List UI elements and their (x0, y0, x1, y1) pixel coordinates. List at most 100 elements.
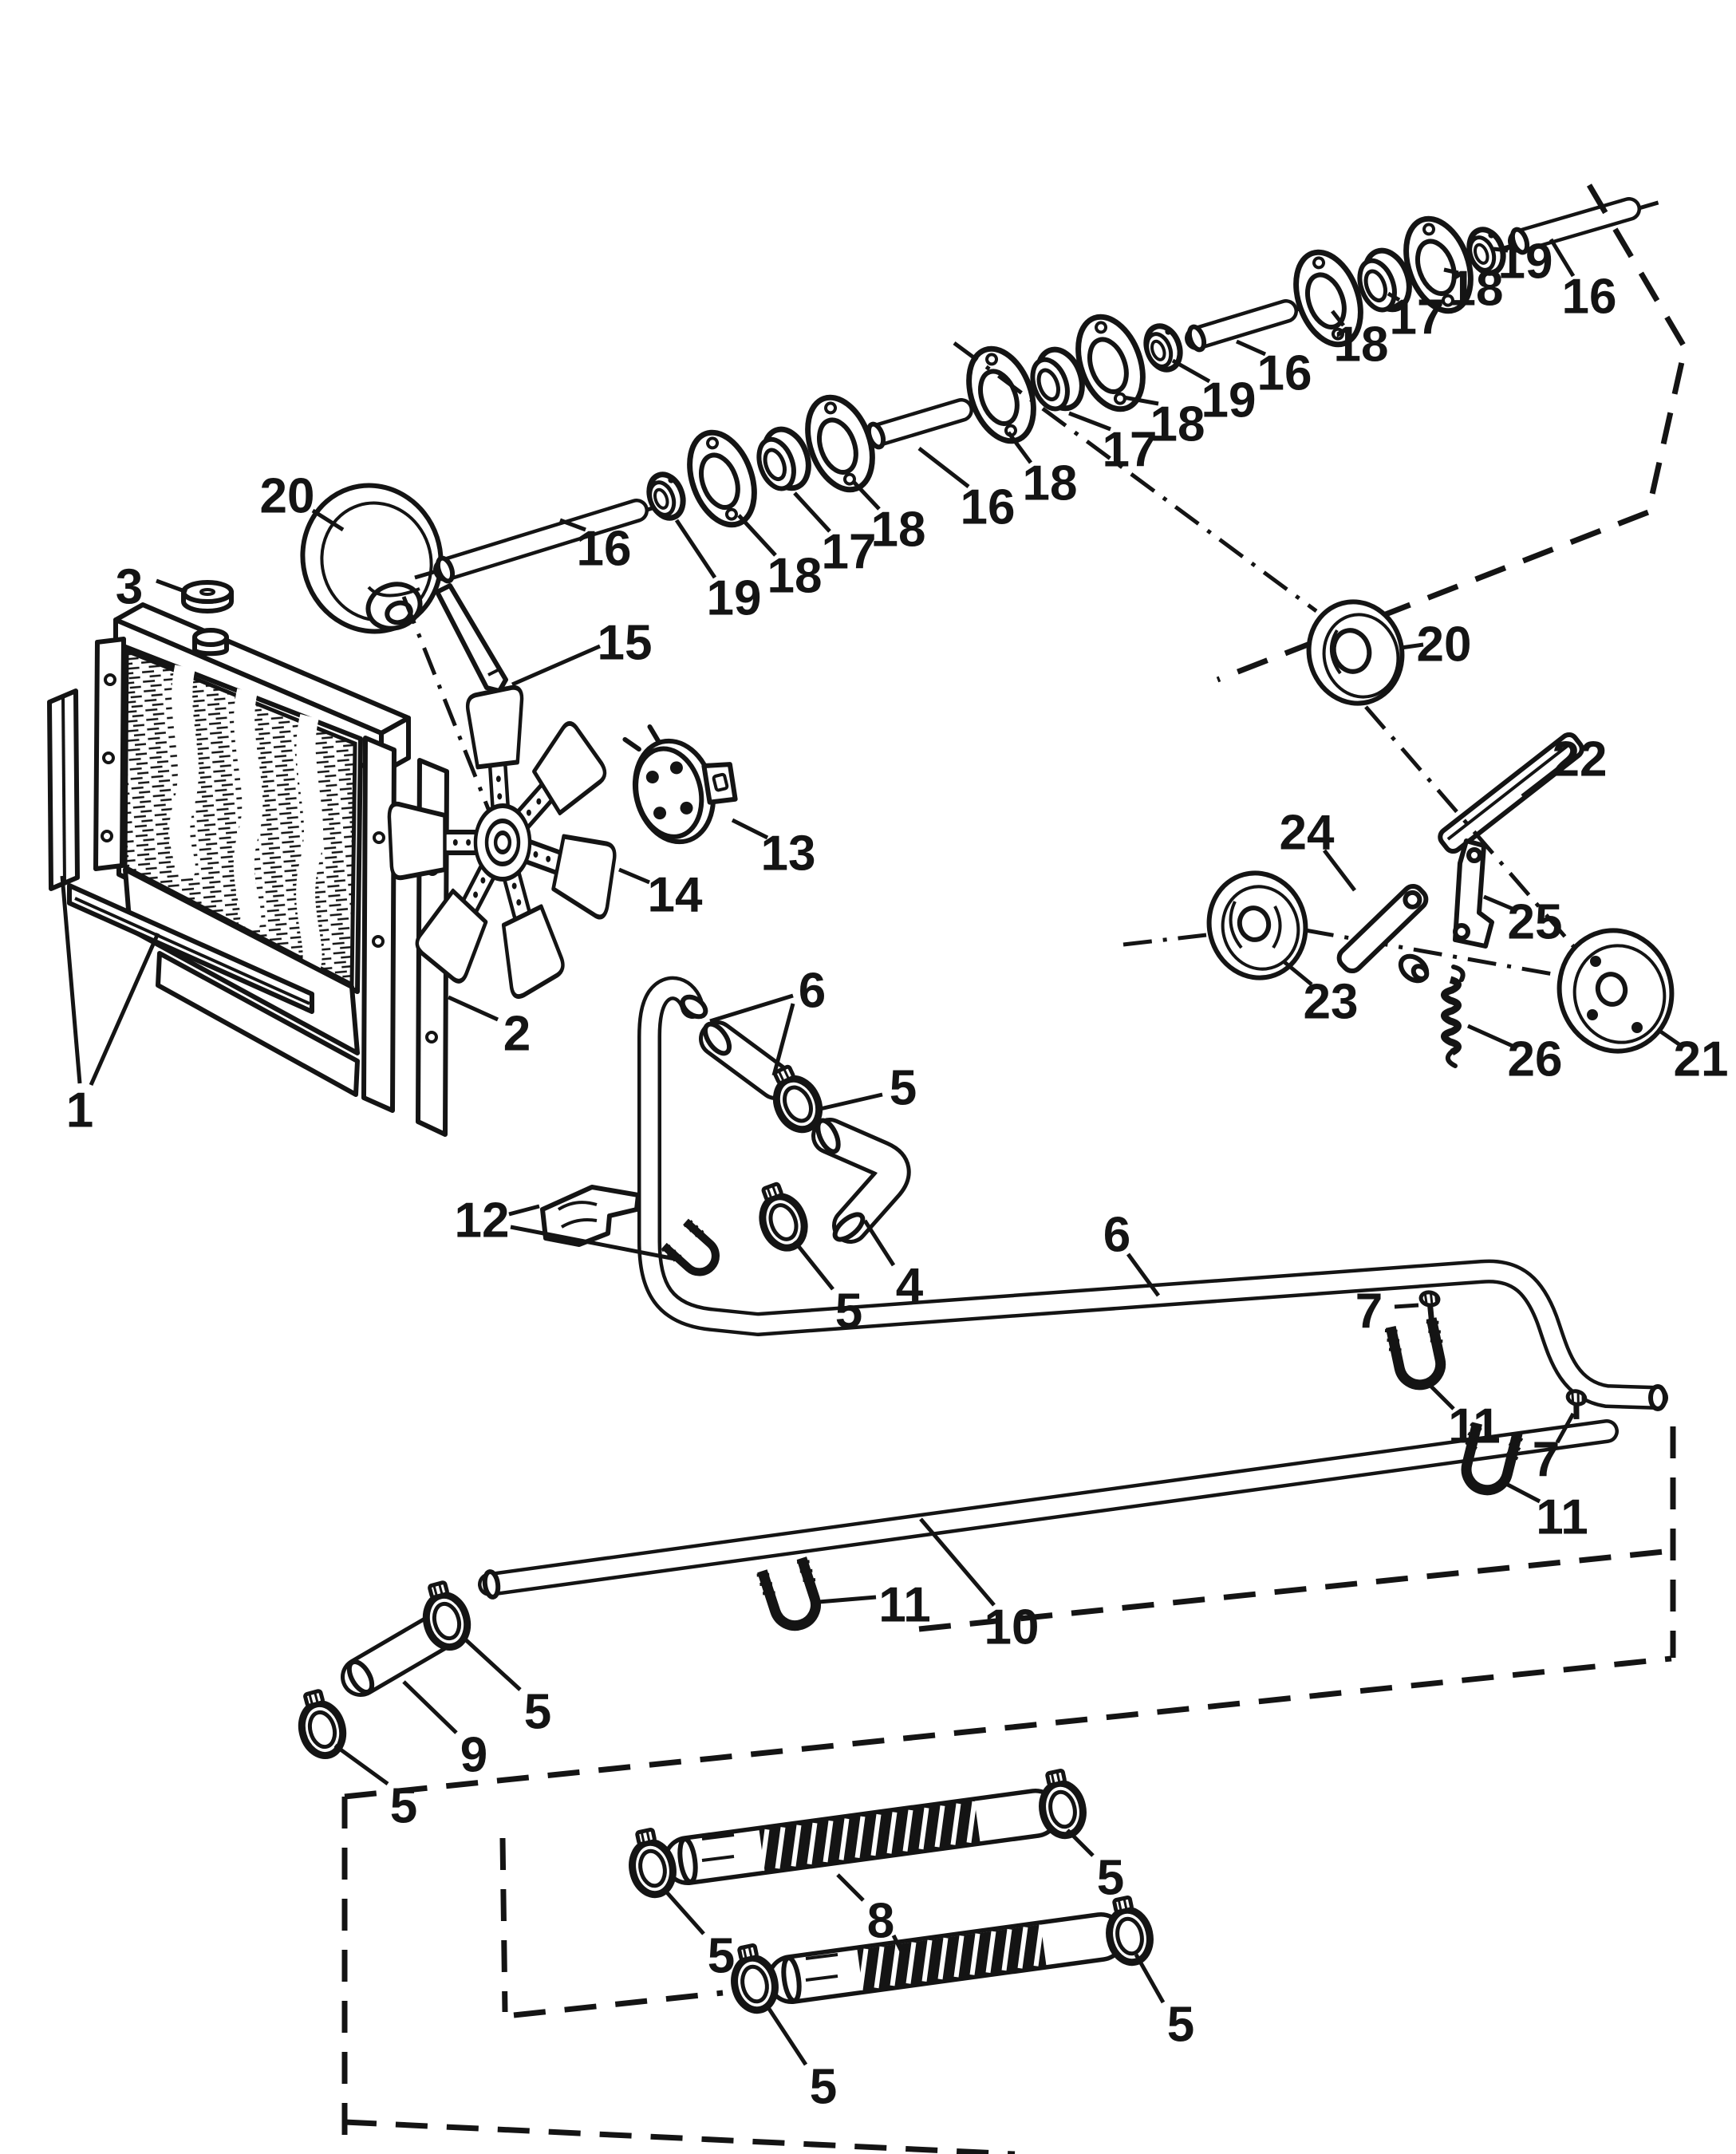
part-label-18-35: 18 (1023, 456, 1078, 511)
leader-line-6 (1126, 1253, 1161, 1297)
flange-18 (678, 424, 767, 534)
part-label-24-47: 24 (1280, 806, 1335, 861)
part-label-17-30: 17 (822, 525, 877, 580)
foam-strip-bottom (67, 883, 314, 1014)
core-streak (233, 688, 263, 930)
leader-line-19 (674, 519, 717, 579)
part-label-18-34: 18 (871, 503, 926, 558)
leader-line-16 (559, 518, 586, 532)
spring-26 (1441, 965, 1466, 1068)
corrugated-hose-8 (767, 1912, 1126, 2004)
part-label-23-46: 23 (1304, 975, 1359, 1030)
leader-line-5 (461, 1635, 522, 1691)
leader-line-11 (818, 1595, 877, 1604)
leader-line-7 (1394, 1303, 1419, 1309)
part-label-13-23: 13 (761, 826, 816, 882)
part-label-11-20: 11 (1448, 1399, 1501, 1454)
leader-line-5 (1066, 1829, 1095, 1857)
part-label-20-43: 20 (1417, 617, 1472, 673)
part-label-12-22: 12 (455, 1193, 510, 1249)
leader-line-6 (771, 1003, 795, 1076)
leader-line-14 (618, 867, 650, 885)
leader-line-23 (1283, 961, 1313, 986)
lower-dashed-boundary (341, 1426, 1676, 2154)
part-label-9-17: 9 (460, 1728, 487, 1783)
thermostat (622, 724, 738, 845)
upper-pipe-6 (637, 976, 1668, 1411)
part-label-6-12: 6 (799, 964, 826, 1019)
leader-line-18 (1331, 310, 1345, 327)
radiator-bottom-lip (156, 951, 360, 1097)
leader-line-18 (737, 514, 777, 557)
part-label-1-0: 1 (66, 1083, 93, 1138)
leader-line-5 (333, 1743, 389, 1786)
part-label-5-10: 5 (810, 2060, 837, 2115)
leader-line-26 (1466, 1024, 1516, 1049)
part-label-5-9: 5 (1097, 1851, 1124, 1906)
core-streak (169, 665, 199, 879)
leader-line-5 (664, 1889, 705, 1935)
lower-pipe-10 (478, 1419, 1619, 1600)
fan-pulley-left (300, 483, 444, 634)
leader-line-16 (1235, 339, 1267, 357)
leader-line-1 (60, 875, 82, 1084)
leader-line-18 (1006, 431, 1033, 464)
leader-line-15 (511, 644, 601, 687)
leader-line-18 (1443, 267, 1459, 275)
leader-line-5 (1134, 1953, 1166, 2004)
part-label-26-49: 26 (1508, 1032, 1563, 1087)
shaft-tube-16 (1508, 197, 1641, 255)
shaft-bearing-chain (414, 197, 1670, 584)
leader-line-24 (1323, 849, 1356, 892)
leader-line-13 (731, 818, 769, 840)
flange-18 (796, 389, 885, 499)
fan-axis-centerline (401, 596, 500, 834)
engine-boundary-dashed (1216, 183, 1688, 683)
filler-neck (192, 628, 229, 657)
leader-line-2 (447, 995, 499, 1022)
j-hook (661, 1218, 725, 1283)
leader-line-6 (709, 993, 794, 1024)
part-label-5-8: 5 (708, 1929, 735, 1984)
radiator-assembly (93, 602, 449, 1137)
part-label-5-7: 5 (390, 1779, 417, 1834)
leader-line-12 (508, 1204, 540, 1217)
part-label-6-13: 6 (1103, 1208, 1130, 1263)
part-label-25-48: 25 (1508, 895, 1563, 950)
part-label-5-11: 5 (1167, 1998, 1194, 2053)
leader-line-8 (836, 1873, 865, 1902)
part-label-3-2: 3 (116, 560, 143, 615)
leader-line-12 (510, 1225, 676, 1261)
leader-line-21 (1658, 1028, 1682, 1047)
part-label-16-28: 16 (1257, 346, 1312, 401)
part-label-22-45: 22 (1553, 732, 1608, 787)
part-label-5-4: 5 (890, 1061, 917, 1116)
u-bolt-11 (756, 1556, 827, 1633)
hose-clamp-5 (625, 1827, 678, 1899)
leader-line-19 (1171, 358, 1211, 384)
leader-line-9 (402, 1680, 458, 1734)
corrugated-hose-8 (663, 1789, 1060, 1885)
leader-line-11 (1430, 1385, 1455, 1410)
leader-line-17 (793, 491, 831, 533)
leader-line-22 (1521, 767, 1559, 798)
part-label-18-38: 18 (1449, 262, 1504, 317)
part-label-19-40: 19 (1201, 373, 1257, 428)
part-label-4-3: 4 (896, 1259, 924, 1314)
u-bolt-11 (1384, 1317, 1450, 1390)
part-label-17-31: 17 (1103, 423, 1158, 478)
leader-line-16 (1549, 238, 1576, 278)
part-label-17-32: 17 (1390, 290, 1445, 345)
pulley-axis-centerline (953, 341, 1318, 613)
leader-line-11 (1505, 1481, 1541, 1504)
leader-line-7 (1555, 1412, 1576, 1444)
part-label-16-27: 16 (961, 480, 1016, 535)
part-label-18-37: 18 (1334, 318, 1389, 373)
part-label-19-39: 19 (707, 571, 762, 626)
pulley-20-right (1306, 599, 1405, 706)
bolt-7 (1563, 1389, 1587, 1420)
leader-line-4 (862, 1219, 896, 1267)
leader-line-16 (917, 447, 970, 488)
crank-pulley-21 (1364, 705, 1675, 1054)
